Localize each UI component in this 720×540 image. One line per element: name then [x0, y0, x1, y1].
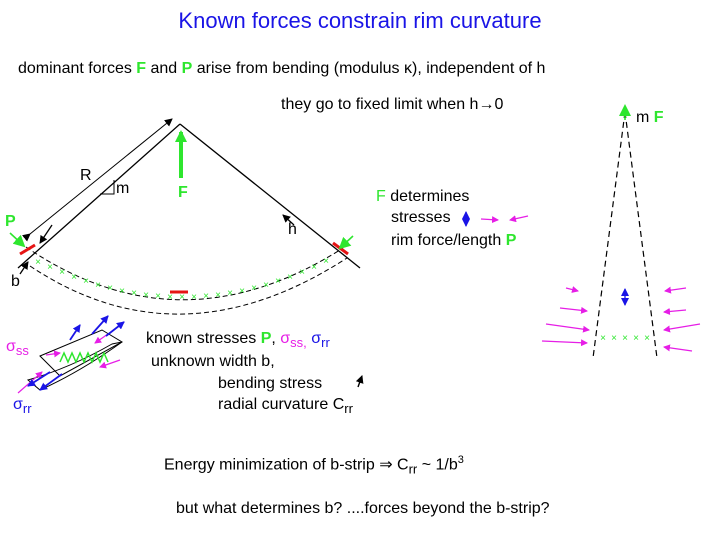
svg-text:×: × — [191, 292, 197, 303]
mf-f: F — [653, 109, 664, 126]
svg-text:×: × — [275, 276, 281, 287]
svg-text:×: × — [47, 262, 53, 273]
forces-statement-post: arise from bending (modulus κ), independ… — [192, 60, 546, 77]
page-title: Known forces constrain rim curvature — [178, 8, 542, 33]
sigma-rr-symbol: σ — [13, 396, 23, 413]
h-label: h — [288, 221, 297, 238]
known-sigma-rr-sub: rr — [321, 335, 330, 351]
f-determines: F determines — [376, 188, 469, 206]
svg-text:×: × — [311, 262, 317, 273]
inward-stress-arrows — [480, 215, 529, 224]
svg-text:×: × — [131, 288, 137, 299]
unknown-width: unknown width b, — [151, 353, 275, 370]
sigma-ss-sub: ss — [15, 343, 29, 359]
known-sigma-rr: σ — [306, 330, 322, 347]
mf-label: m F — [636, 109, 664, 127]
radial-text: radial curvature C — [218, 396, 345, 413]
svg-text:×: × — [622, 333, 628, 344]
b-label: b — [11, 273, 20, 290]
known-stresses: known stresses P, σss, σrr — [146, 330, 330, 350]
known-p: P — [260, 330, 272, 347]
svg-text:×: × — [251, 283, 257, 294]
b-strip-illustration — [17, 315, 125, 394]
p-rim-label: P — [5, 213, 16, 230]
energy-sup: 3 — [457, 454, 464, 466]
narrow-cone — [592, 111, 658, 359]
known-sigma-ss-sub: ss, — [290, 335, 307, 351]
sigma-ss-symbol: σ — [6, 338, 16, 355]
stresses-label: stresses — [391, 209, 451, 226]
known-sigma-ss: σ — [280, 330, 291, 347]
rim-force-text: rim force/length — [391, 232, 506, 249]
svg-text:×: × — [95, 280, 101, 291]
svg-text:×: × — [227, 288, 233, 299]
energy-pre: Energy minimization of b-strip ⇒ C — [164, 456, 409, 474]
svg-text:×: × — [600, 333, 606, 344]
forces-statement: dominant forces F and P arise from bendi… — [18, 60, 545, 78]
radius-dimension-arrow — [22, 118, 173, 242]
svg-text:×: × — [239, 286, 245, 297]
svg-text:×: × — [263, 280, 269, 291]
svg-text:×: × — [215, 290, 221, 301]
p-rim-arrows — [9, 232, 354, 250]
forces-statement-pre: dominant forces — [18, 60, 137, 77]
svg-text:×: × — [83, 276, 89, 287]
svg-text:×: × — [203, 291, 209, 302]
limit-statement: they go to fixed limit when h→0 — [281, 96, 504, 113]
energy-statement: Energy minimization of b-strip ⇒ Crr ~ 1… — [164, 454, 464, 477]
up-arrow-icon — [355, 375, 364, 388]
svg-text:×: × — [71, 272, 77, 283]
f-determines-rest: determines — [385, 188, 470, 205]
sigma-ss-label: σss — [6, 338, 29, 358]
known-pre: known stresses — [146, 330, 261, 347]
svg-text:×: × — [287, 272, 293, 283]
svg-text:×: × — [611, 333, 617, 344]
svg-text:×: × — [59, 267, 65, 278]
f-arrow-label: F — [178, 184, 188, 201]
svg-text:×: × — [323, 256, 329, 267]
known-sep: , — [271, 330, 281, 347]
rim-arcs — [25, 246, 348, 315]
svg-text:×: × — [143, 290, 149, 301]
mf-m: m — [636, 109, 650, 126]
narrow-cone-stress-arrows — [541, 286, 701, 352]
svg-text:×: × — [179, 292, 185, 303]
right-angle-mark — [100, 180, 115, 195]
bending-stress: bending stress — [218, 375, 323, 392]
energy-post: ~ 1/b — [417, 456, 458, 474]
cone-outline — [17, 123, 361, 269]
sigma-rr-label: σrr — [13, 396, 32, 416]
svg-text:×: × — [167, 292, 173, 303]
f-determines-f: F — [376, 188, 386, 205]
rim-force-p: P — [505, 232, 517, 249]
forces-statement-and: and — [146, 60, 182, 77]
force-f-label: F — [136, 60, 147, 77]
svg-text:×: × — [155, 291, 161, 302]
pointer-arrows — [19, 214, 295, 275]
radial-sub: rr — [344, 401, 353, 417]
radial-curvature: radial curvature Crr — [218, 396, 353, 416]
svg-text:×: × — [644, 333, 650, 344]
svg-text:×: × — [107, 283, 113, 294]
bottom-question: but what determines b? ....forces beyond… — [176, 500, 550, 517]
rim-force-label: rim force/length P — [391, 232, 516, 250]
rim-x-markers: × × × × × × × × × × × × × × × × × × × × × × × × × — [35, 256, 329, 303]
narrow-cone-x-markers: × × × × × — [600, 333, 650, 344]
energy-sub: rr — [408, 461, 418, 477]
svg-text:×: × — [35, 257, 41, 268]
force-p-label: P — [181, 60, 193, 77]
svg-text:×: × — [299, 267, 305, 278]
svg-text:×: × — [119, 286, 125, 297]
svg-text:×: × — [633, 333, 639, 344]
sigma-rr-sub: rr — [22, 401, 32, 417]
